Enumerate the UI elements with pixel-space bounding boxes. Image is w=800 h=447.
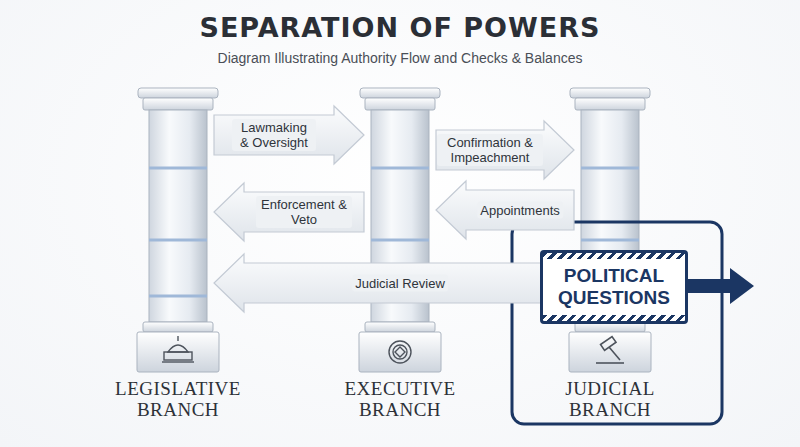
- branch-label: JUDICIAL BRANCH: [525, 378, 695, 420]
- arrow-label: Enforcement & Veto: [256, 196, 352, 228]
- highlight-frame: [512, 222, 722, 424]
- flow-arrow: [436, 181, 574, 239]
- callout-label: POLITICAL QUESTIONS: [555, 265, 673, 309]
- flow-arrow: [436, 121, 574, 179]
- legislative-pillar: [137, 88, 219, 372]
- flow-arrow: [214, 183, 364, 241]
- flow-arrow: [214, 254, 574, 312]
- judicial-branch: JUDICIAL BRANCH: [574, 88, 646, 372]
- capitol-icon: [162, 336, 194, 362]
- gavel-icon: [596, 337, 624, 363]
- seal-icon: [389, 341, 411, 363]
- branch-label: LEGISLATIVE BRANCH: [93, 378, 263, 420]
- legislative-branch: LEGISLATIVE BRANCH: [142, 88, 214, 372]
- judicial-pillar: [569, 88, 651, 372]
- arrow-label: Confirmation & Impeachment: [437, 134, 543, 166]
- arrow-label: Lawmaking & Oversight: [232, 119, 316, 151]
- executive-branch: EXECUTIVE BRANCH: [364, 88, 436, 372]
- flow-arrow: [214, 106, 364, 164]
- subtitle: Diagram Illustrating Authority Flow and …: [0, 50, 800, 66]
- branch-label: EXECUTIVE BRANCH: [315, 378, 485, 420]
- political-questions-box: POLITICAL QUESTIONS: [540, 250, 688, 324]
- arrow-label: Appointments: [477, 202, 563, 219]
- diagram-title: SEPARATION OF POWERS: [0, 12, 800, 43]
- executive-pillar: [359, 88, 441, 372]
- arrow-label: Judicial Review: [352, 275, 448, 292]
